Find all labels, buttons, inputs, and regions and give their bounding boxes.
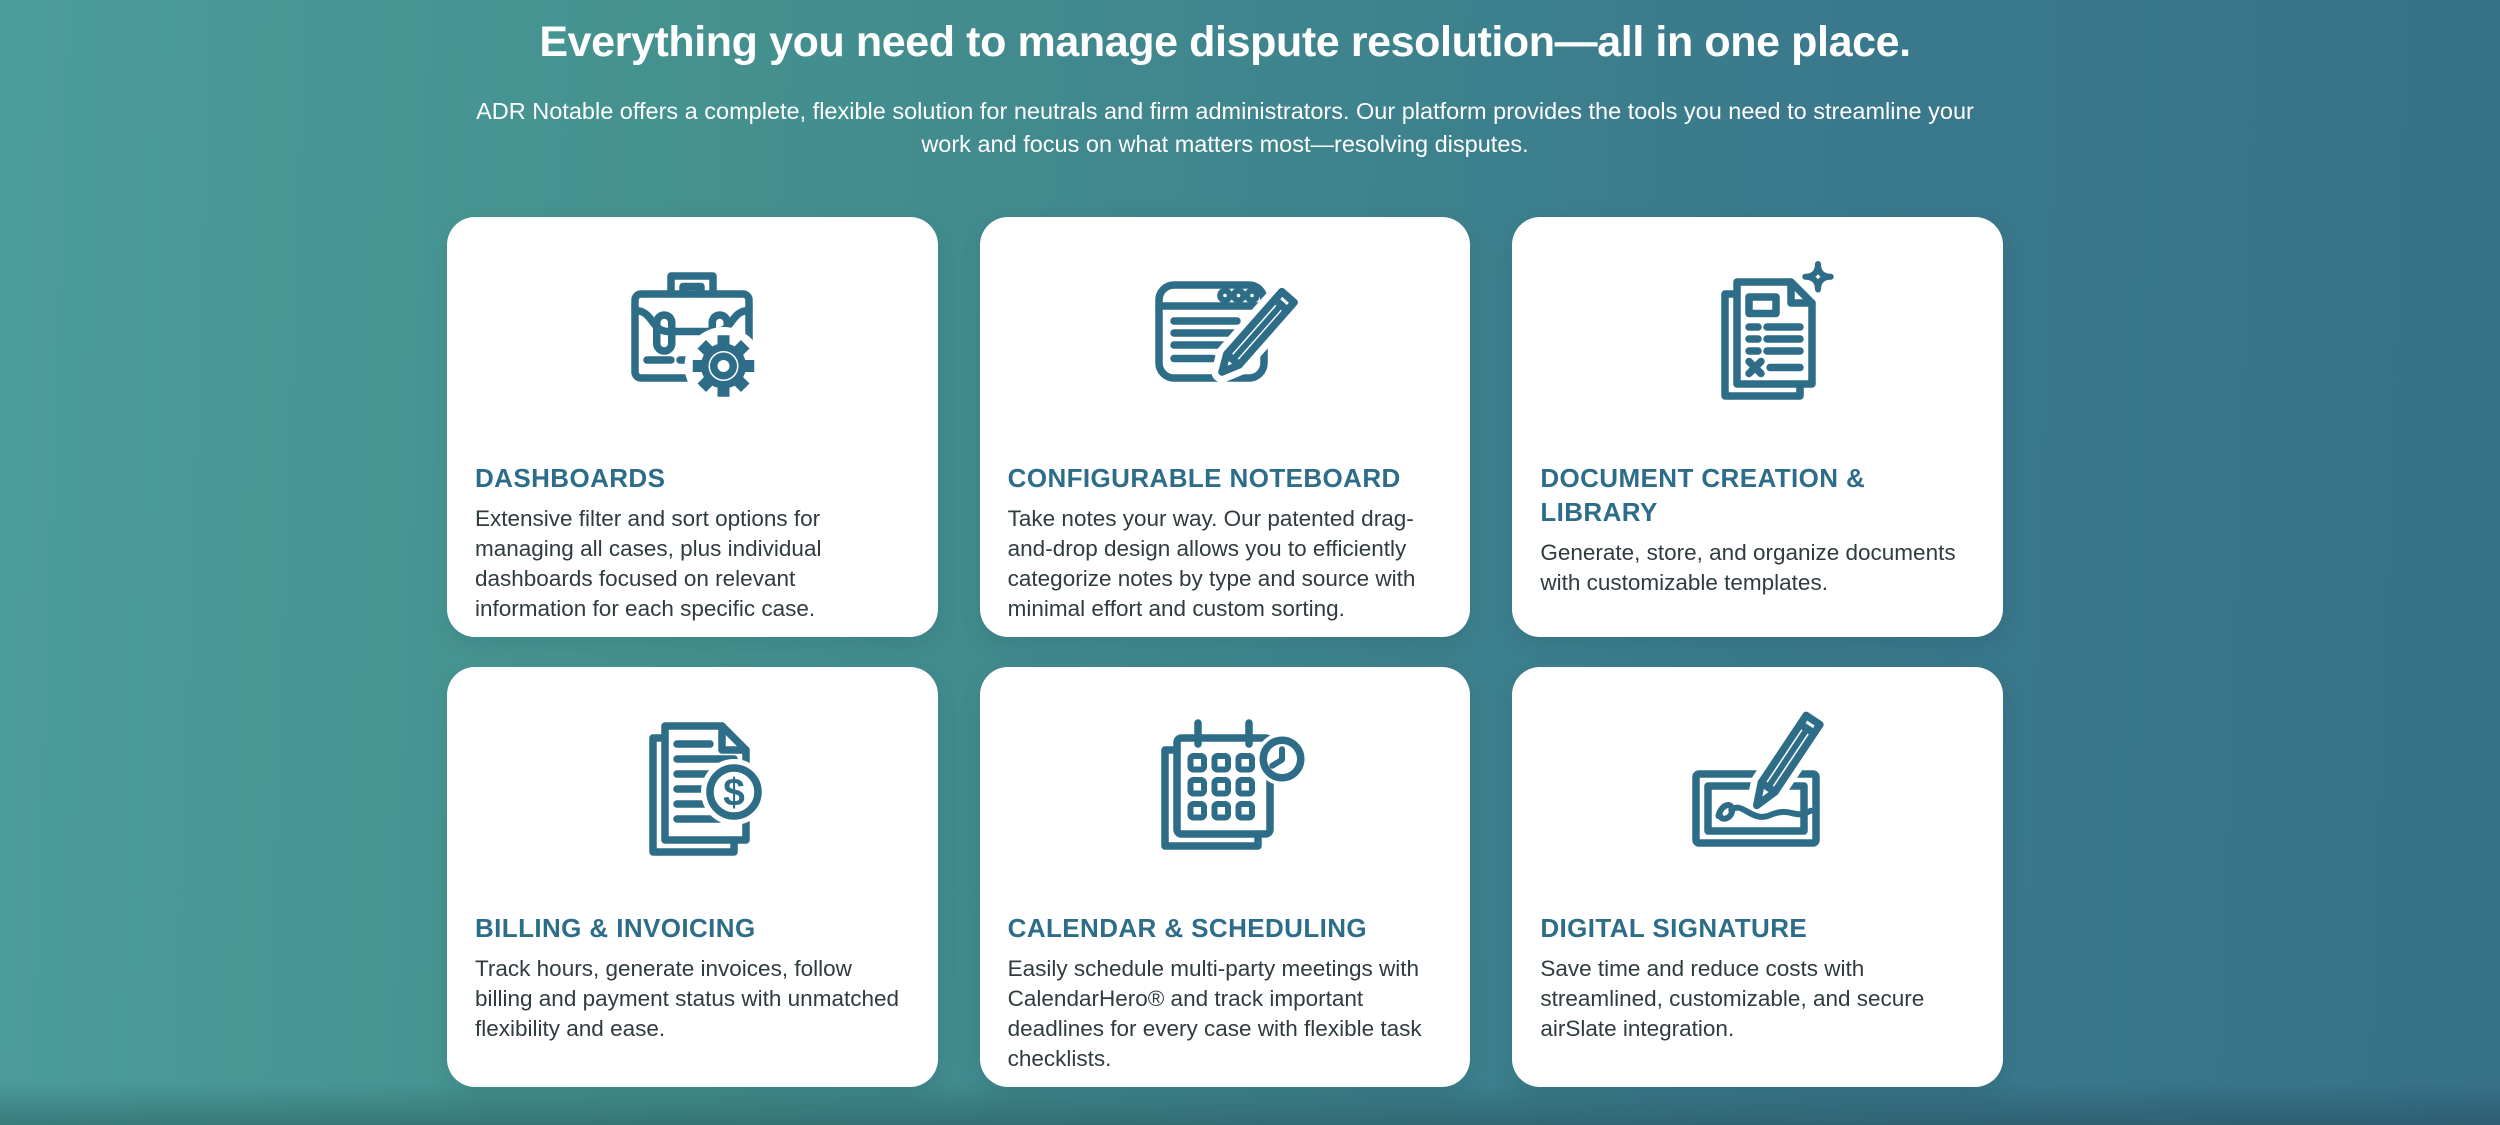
card-title: DIGITAL SIGNATURE [1540,913,1808,943]
card-title: BILLING & INVOICING [475,913,756,943]
features-section: Everything you need to manage dispute re… [447,18,2003,1087]
signature-pencil-icon [1692,711,1831,847]
icon-box [1008,261,1443,411]
card-title: DASHBOARDS [475,463,666,493]
document-sparkle-icon [1720,261,1834,400]
feature-cards-grid: DASHBOARDS Extensive filter and sort opt… [447,217,2003,1087]
feature-card-dashboards: DASHBOARDS Extensive filter and sort opt… [447,217,938,637]
card-description: Easily schedule multi-party meetings wit… [1007,956,1422,1071]
noteboard-pencil-icon [1155,281,1303,383]
card-description: Track hours, generate invoices, follow b… [475,956,899,1041]
card-title: DOCUMENT CREATION & LIBRARY [1540,463,1866,527]
invoice-dollar-icon: $ [649,722,768,856]
section-title: Everything you need to manage dispute re… [539,18,1911,66]
calendar-clock-icon [1161,719,1309,850]
bottom-shadow-overlay [0,1083,2500,1125]
feature-card-document-creation: DOCUMENT CREATION & LIBRARY Generate, st… [1512,217,2003,637]
icon-box [1540,711,1975,861]
card-title: CONFIGURABLE NOTEBOARD [1007,463,1401,493]
feature-card-configurable-noteboard: CONFIGURABLE NOTEBOARD Take notes your w… [979,217,1471,637]
feature-card-calendar-scheduling: CALENDAR & SCHEDULING Easily schedule mu… [979,667,1471,1087]
card-description: Save time and reduce costs with streamli… [1540,956,1925,1041]
feature-card-billing-invoicing: $ BILLING & INVOICING Track hours, gener… [447,667,938,1087]
feature-card-digital-signature: DIGITAL SIGNATURE Save time and reduce c… [1512,667,2003,1087]
icon-box: $ [475,711,910,861]
briefcase-gear-icon [631,272,763,405]
card-description: Take notes your way. Our patented drag-a… [1007,506,1416,621]
svg-text:$: $ [723,772,745,815]
card-description: Generate, store, and organize documents … [1540,540,1956,595]
icon-box [475,261,910,411]
card-description: Extensive filter and sort options for ma… [475,506,822,621]
icon-box [1540,261,1975,411]
card-title: CALENDAR & SCHEDULING [1007,913,1368,943]
section-subtitle: ADR Notable offers a complete, flexible … [476,98,1974,157]
icon-box [1008,711,1443,861]
